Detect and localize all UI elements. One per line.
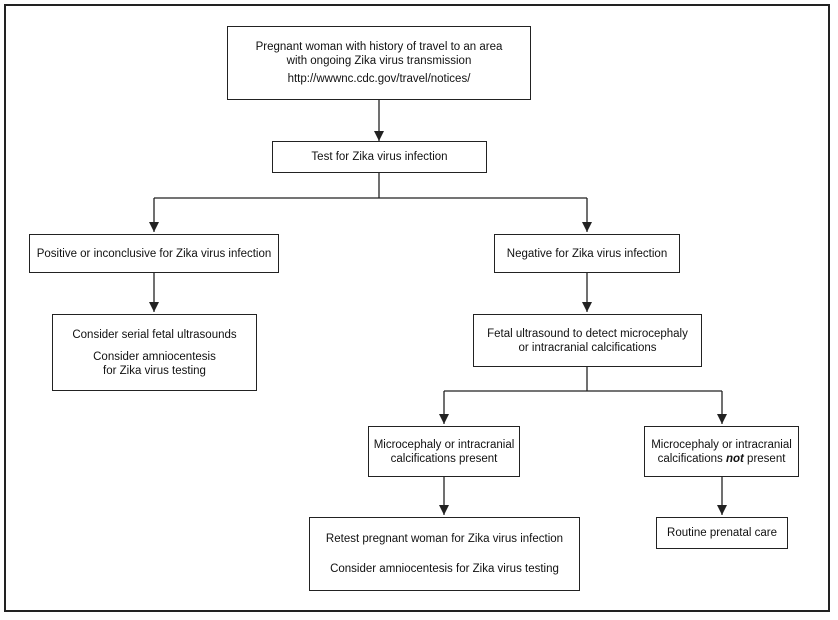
node-serial: Consider serial fetal ultrasounds Consid… xyxy=(52,314,257,391)
node-serial-line1: Consider serial fetal ultrasounds xyxy=(72,328,237,341)
node-retest-line1: Retest pregnant woman for Zika virus inf… xyxy=(325,533,564,545)
node-not-present-line2: calcifications not present xyxy=(658,452,786,466)
node-start: Pregnant woman with history of travel to… xyxy=(227,26,531,100)
node-test-label: Test for Zika virus infection xyxy=(311,151,448,163)
node-serial-line3: for Zika virus testing xyxy=(103,364,206,377)
node-positive: Positive or inconclusive for Zika virus … xyxy=(29,234,279,273)
node-start-line1: Pregnant woman with history of travel to… xyxy=(255,41,503,53)
node-retest-line2: Consider amniocentesis for Zika virus te… xyxy=(330,563,559,575)
node-start-link: http://wwwnc.cdc.gov/travel/notices/ xyxy=(287,73,471,85)
node-routine: Routine prenatal care xyxy=(656,517,788,549)
node-routine-label: Routine prenatal care xyxy=(667,527,777,539)
diagram-frame xyxy=(4,4,830,612)
node-start-line2: with ongoing Zika virus transmission xyxy=(286,55,472,67)
node-not-present-line2-pre: calcifications xyxy=(657,452,726,465)
node-ultrasound: Fetal ultrasound to detect microcephaly … xyxy=(473,314,702,367)
node-present-line1: Microcephaly or intracranial xyxy=(373,438,515,451)
node-retest: Retest pregnant woman for Zika virus inf… xyxy=(309,517,580,591)
node-not-present-emphasis: not xyxy=(725,452,744,465)
node-not-present-line1: Microcephaly or intracranial xyxy=(651,438,792,451)
node-negative: Negative for Zika virus infection xyxy=(494,234,680,273)
node-ultrasound-line1: Fetal ultrasound to detect microcephaly xyxy=(487,327,688,340)
node-present-line2: calcifications present xyxy=(390,452,498,465)
node-positive-label: Positive or inconclusive for Zika virus … xyxy=(36,247,272,260)
node-ultrasound-line2: or intracranial calcifications xyxy=(518,341,657,354)
node-serial-line2: Consider amniocentesis xyxy=(93,350,216,363)
node-present: Microcephaly or intracranial calcificati… xyxy=(368,426,520,477)
node-not-present-line2-post: present xyxy=(743,452,786,465)
node-negative-label: Negative for Zika virus infection xyxy=(506,247,668,260)
node-test: Test for Zika virus infection xyxy=(272,141,487,173)
node-not-present: Microcephaly or intracranial calcificati… xyxy=(644,426,799,477)
